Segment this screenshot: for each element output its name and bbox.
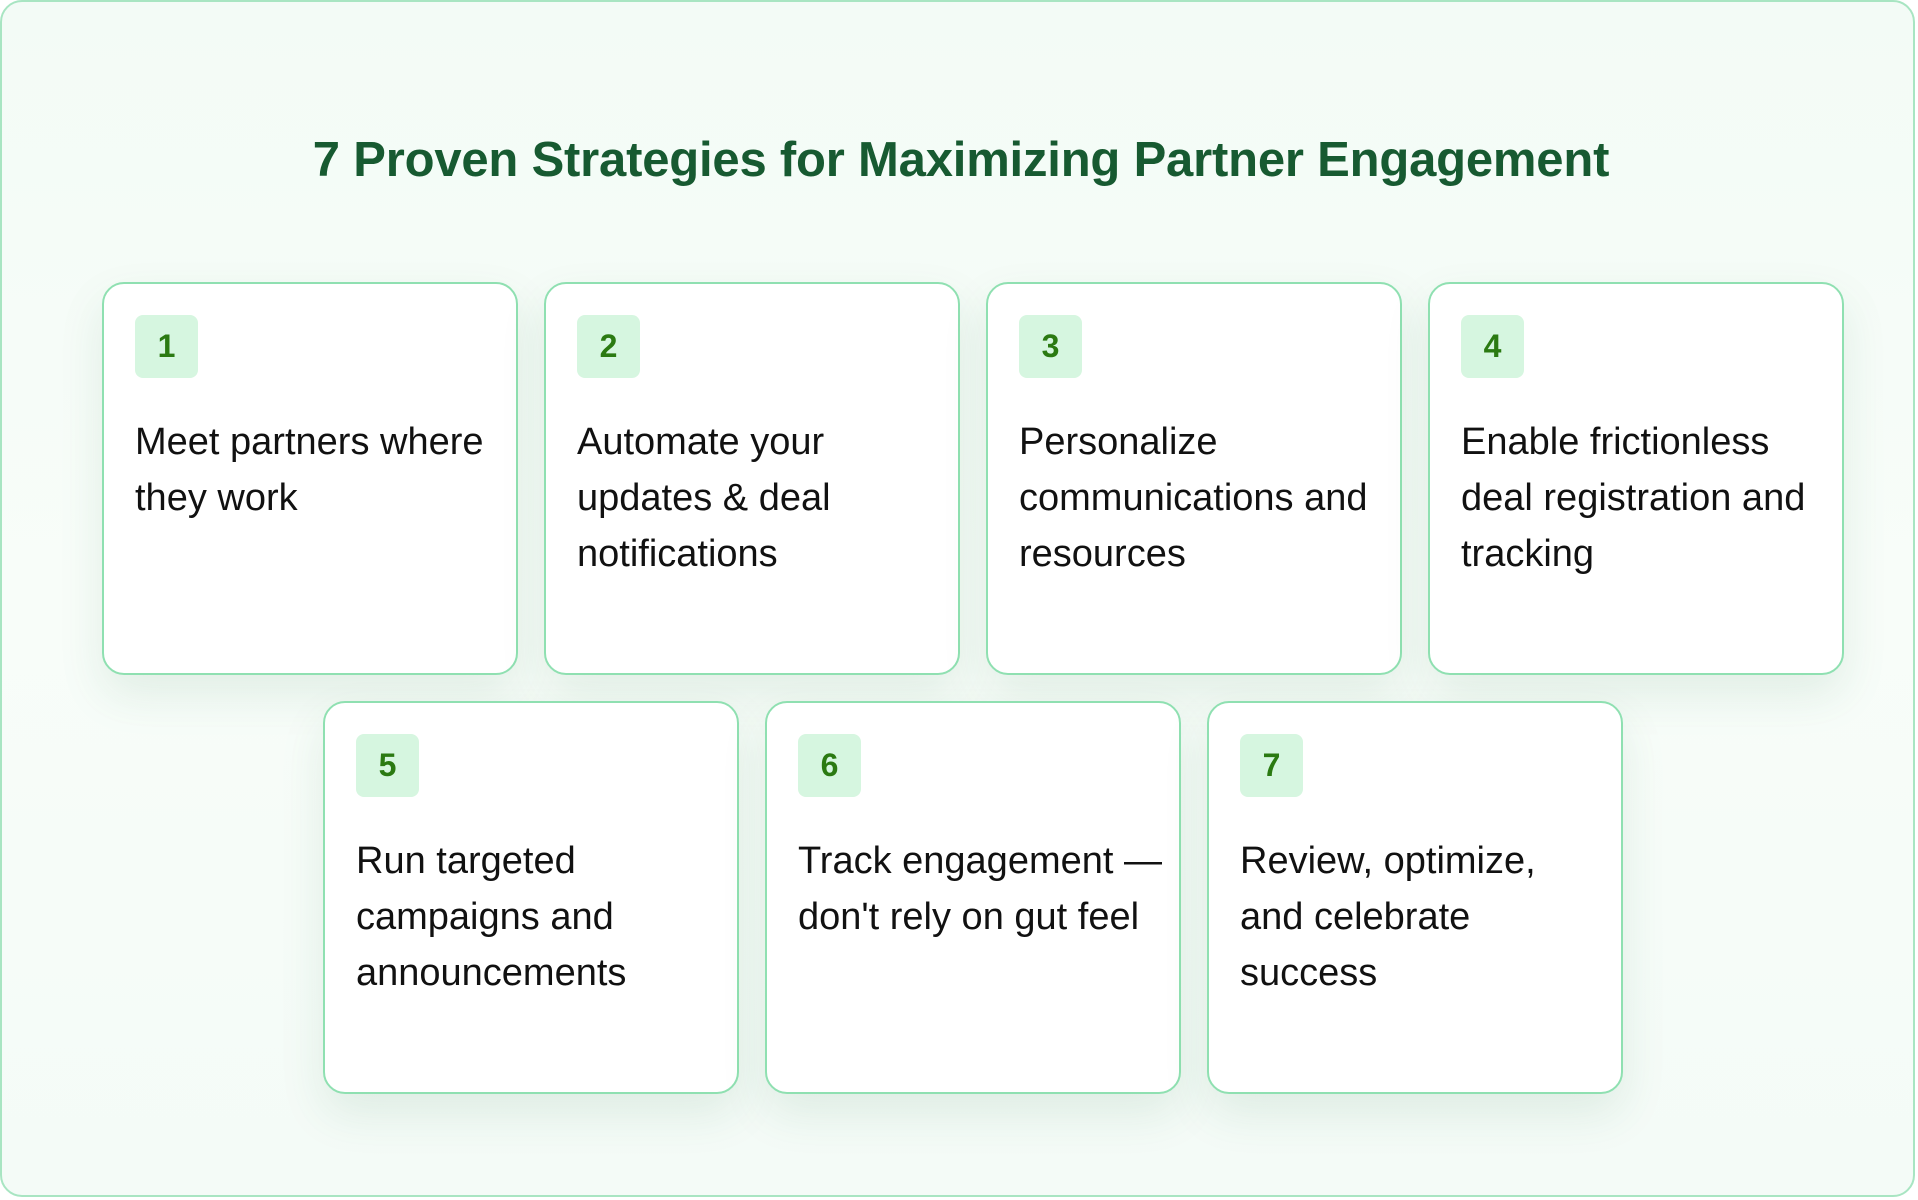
strategy-card-4: 4 Enable frictionless deal registration …	[1428, 282, 1844, 675]
strategy-number-badge: 3	[1019, 315, 1082, 378]
strategy-text: Personalize communications and resources	[1019, 421, 1368, 575]
strategy-number-badge: 5	[356, 734, 419, 797]
strategy-card-5: 5 Run targeted campaigns and announcemen…	[323, 701, 739, 1094]
strategy-number-badge: 2	[577, 315, 640, 378]
strategy-text: Run targeted campaigns and announcements	[356, 840, 627, 994]
strategy-card-3: 3 Personalize communications and resourc…	[986, 282, 1402, 675]
strategy-text: Automate your updates & deal notificatio…	[577, 421, 831, 575]
strategy-text: Track engagement — don't rely on gut fee…	[798, 840, 1162, 938]
strategy-card-1: 1 Meet partners where they work	[102, 282, 518, 675]
strategy-card-2: 2 Automate your updates & deal notificat…	[544, 282, 960, 675]
strategy-text: Enable frictionless deal registration an…	[1461, 421, 1806, 575]
strategy-number-badge: 6	[798, 734, 861, 797]
strategy-text: Meet partners where they work	[135, 421, 484, 519]
strategy-card-6: 6 Track engagement — don't rely on gut f…	[765, 701, 1181, 1094]
strategy-number-badge: 1	[135, 315, 198, 378]
strategy-number-badge: 4	[1461, 315, 1524, 378]
strategy-card-7: 7 Review, optimize, and celebrate succes…	[1207, 701, 1623, 1094]
strategy-text: Review, optimize, and celebrate success	[1240, 840, 1536, 994]
strategy-number-badge: 7	[1240, 734, 1303, 797]
page-title: 7 Proven Strategies for Maximizing Partn…	[312, 133, 1610, 187]
